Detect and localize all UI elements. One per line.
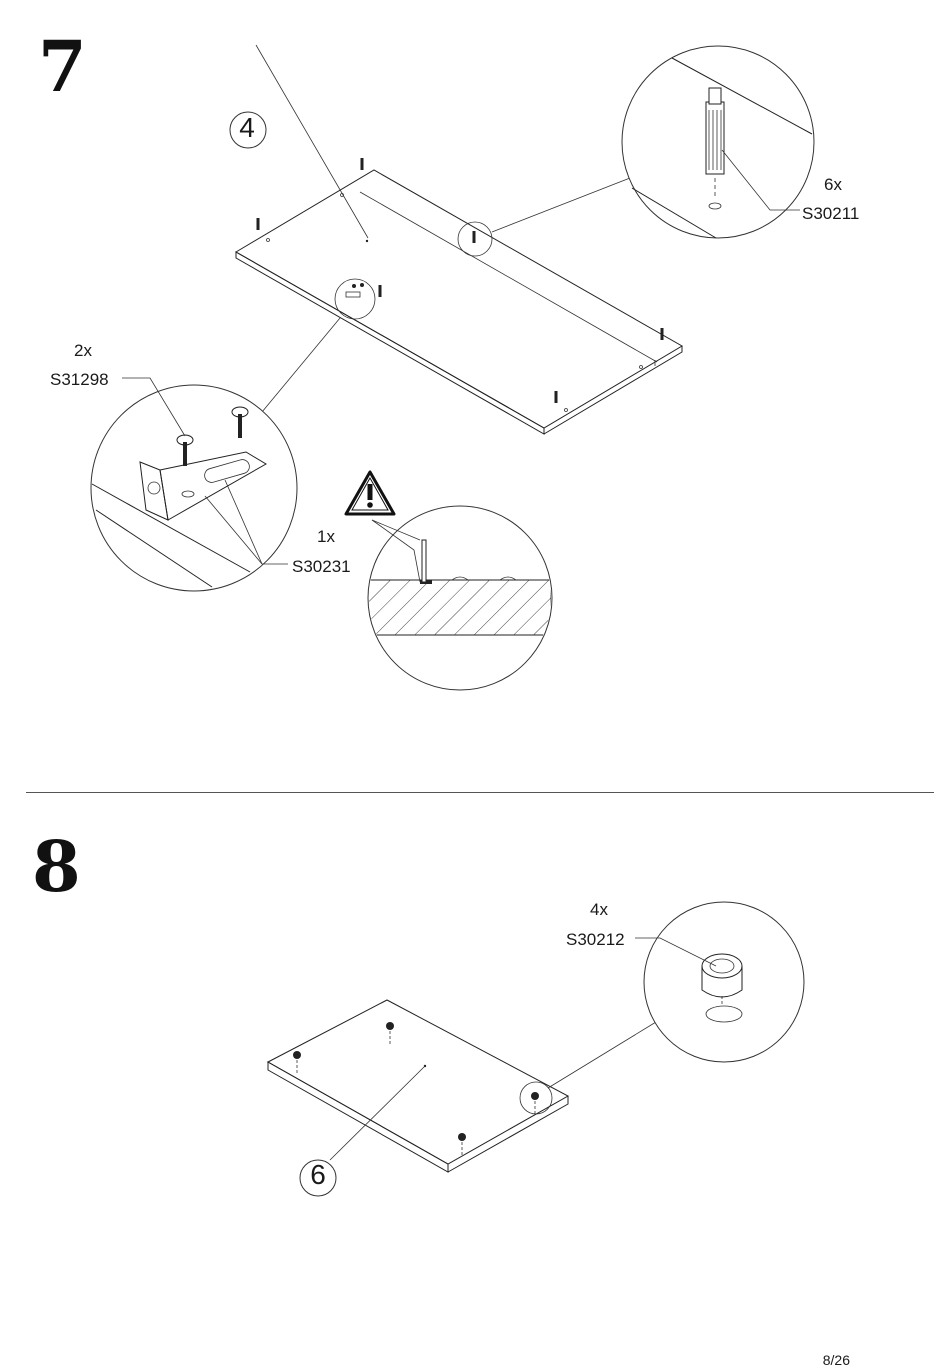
detail-bracket [91,378,297,591]
callout-code-s30212: S30212 [566,930,625,950]
step-number-7: 7 [38,32,87,102]
detail-cam-dowel [622,46,814,238]
detail-cam-lock [635,902,804,1062]
callout-code-s30231: S30231 [292,557,351,577]
step-divider [26,792,934,793]
callout-qty-s31298: 2x [74,341,92,361]
cam-dowel-markers [257,158,664,412]
page-number: 8/26 [823,1352,850,1368]
callout-qty-s30211: 6x [824,175,842,195]
callout-qty-s30212: 4x [590,900,608,920]
callout-code-s31298: S31298 [50,370,109,390]
callout-code-s30211: S30211 [802,204,859,224]
part-label-circle-6 [298,1158,338,1198]
warning-triangle-icon [346,472,394,514]
panel-4 [236,170,682,434]
detail-cross-section [368,506,552,690]
panel-6 [268,1000,656,1172]
step-number-8: 8 [32,832,81,902]
part-label-circle-4 [228,110,268,150]
callout-qty-s30231: 1x [317,527,335,547]
